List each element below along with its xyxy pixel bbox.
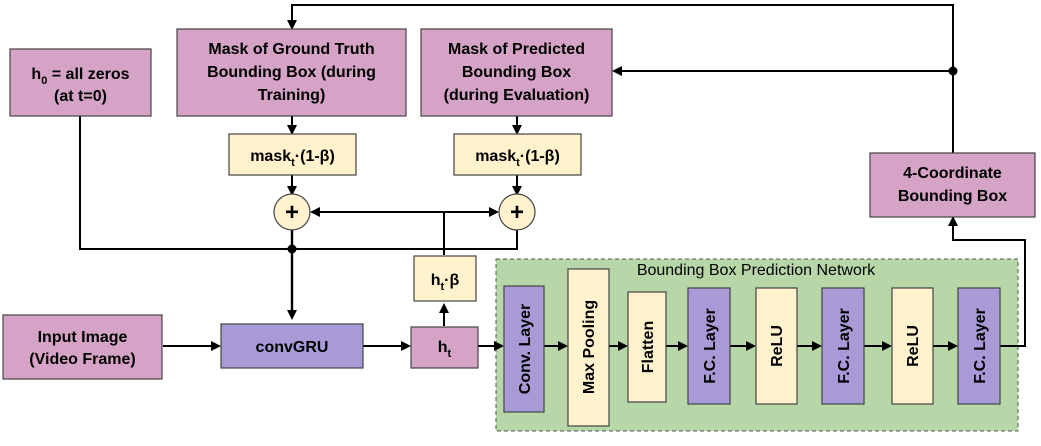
- ht-beta-box: [413, 255, 477, 302]
- input-line2: (Video Frame): [29, 351, 135, 368]
- layer-relu-2-label: ReLU: [905, 325, 922, 367]
- input-image-box: [2, 314, 163, 380]
- coord-line2: Bounding Box: [898, 188, 1007, 205]
- plus-left-symbol: +: [285, 199, 299, 226]
- mask-beta-right-box: [453, 133, 582, 176]
- layer-relu-1: [755, 287, 798, 405]
- network-title: Bounding Box Prediction Network: [637, 262, 876, 279]
- mask-pred-line1: Mask of Predicted: [448, 41, 585, 58]
- layer-fc-2: [821, 287, 865, 405]
- layer-flatten: [627, 291, 667, 403]
- layer-fc-1: [687, 287, 731, 405]
- layer-fc-3-label: F.C. Layer: [972, 308, 989, 384]
- layer-maxpool-label: Max Pooling: [581, 300, 598, 394]
- mask-pred-line2: Bounding Box: [462, 64, 571, 81]
- mask-ground-truth-box: [176, 28, 407, 117]
- junction-dot-h0: [287, 244, 297, 254]
- plus-right-symbol: +: [510, 199, 524, 226]
- layer-fc-1-label: F.C. Layer: [702, 308, 719, 384]
- mask-gt-line2: Bounding Box (during: [207, 64, 376, 81]
- coord-line1: 4-Coordinate: [903, 165, 1002, 182]
- convgru-label: convGRU: [256, 339, 329, 356]
- feedback-line-top: [287, 4, 954, 240]
- plus-left-circle: [273, 193, 311, 231]
- h0-label-line2: (at t=0): [54, 88, 107, 105]
- convgru-box: [220, 323, 364, 369]
- ht-beta-label: ht·β: [431, 272, 460, 293]
- mask-predicted-box: [420, 28, 613, 117]
- ht-box: [410, 326, 479, 369]
- layer-relu-1-label: ReLU: [769, 325, 786, 367]
- junction-dot-feedback: [948, 66, 958, 76]
- layer-fc-3: [957, 287, 1001, 405]
- layer-relu-2: [891, 287, 934, 405]
- ht-label: ht: [438, 339, 452, 360]
- h0-box: [9, 48, 152, 117]
- mask-beta-right-label: maskt·(1-β): [475, 148, 560, 169]
- mask-pred-line3: (during Evaluation): [444, 87, 590, 104]
- layer-fc-2-label: F.C. Layer: [836, 308, 853, 384]
- fc-to-coord-line: [948, 216, 1026, 347]
- layer-conv: [503, 285, 545, 413]
- mask-gt-line1: Mask of Ground Truth: [208, 41, 374, 58]
- mask-beta-left-label: maskt·(1-β): [250, 148, 335, 169]
- mask-gt-line3: Training): [258, 87, 326, 104]
- h0-line: [79, 116, 518, 250]
- layer-maxpool: [567, 268, 610, 427]
- coordinate-box: [869, 152, 1036, 218]
- mask-beta-left-box: [228, 133, 357, 176]
- plus-right-circle: [498, 193, 536, 231]
- layer-conv-label: Conv. Layer: [517, 304, 534, 394]
- h0-label: h0 = all zeros: [31, 66, 129, 87]
- layer-flatten-label: Flatten: [640, 321, 657, 373]
- input-line1: Input Image: [38, 329, 128, 346]
